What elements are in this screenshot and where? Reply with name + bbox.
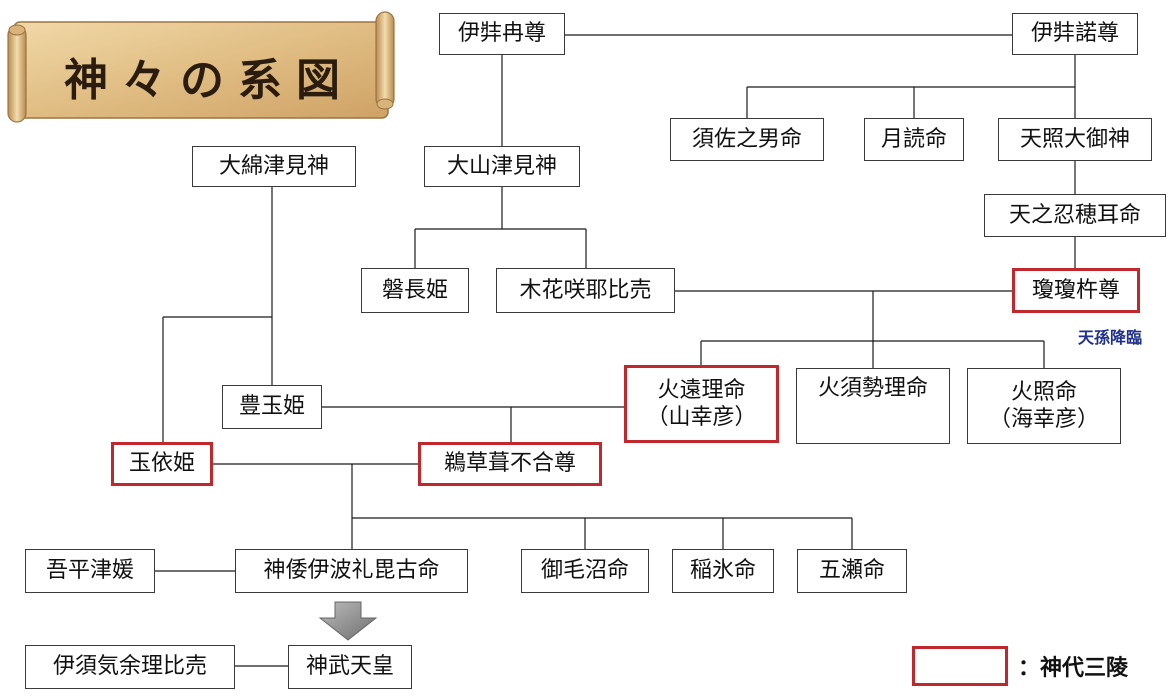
node-jimmu: 神武天皇: [288, 645, 412, 689]
node-label: 伊須気余理比売: [52, 654, 207, 680]
node-hoderi: 火照命 （海幸彦）: [967, 368, 1121, 444]
node-label: 木花咲耶比売: [519, 277, 652, 303]
node-susanoo: 須佐之男命: [670, 118, 824, 161]
down-arrow-icon: [318, 601, 378, 641]
node-owatatsumi: 大綿津見神: [192, 146, 356, 187]
node-label: 火照命: [1010, 379, 1077, 405]
node-toyotama: 豊玉姫: [222, 385, 322, 429]
node-label: 天之忍穂耳命: [1008, 202, 1141, 228]
node-label: 伊弉冉尊: [457, 21, 546, 47]
node-label: 稲氷命: [689, 558, 756, 584]
node-label: 月読命: [880, 126, 947, 152]
node-label: 五瀬命: [818, 558, 885, 584]
node-label: 玉依姫: [128, 451, 195, 477]
node-isuke: 伊須気余理比売: [25, 645, 235, 689]
node-tsukuyomi: 月読命: [864, 118, 964, 161]
node-hoori: 火遠理命 （山幸彦）: [624, 365, 779, 443]
tenson-korin-note: 天孫降臨: [1078, 328, 1143, 347]
node-itsuse: 五瀬命: [797, 549, 907, 593]
node-amaterasu: 天照大御神: [998, 118, 1152, 161]
node-label: 大綿津見神: [218, 153, 329, 179]
node-izanagi: 伊弉諾尊: [1012, 13, 1138, 55]
node-label: 御毛沼命: [540, 558, 629, 584]
node-label: 鵜草葺不合尊: [443, 451, 576, 477]
node-label: 須佐之男命: [691, 126, 802, 152]
node-oshihomimi: 天之忍穂耳命: [984, 194, 1166, 237]
node-label: 吾平津媛: [45, 558, 134, 584]
node-label: 火遠理命: [657, 377, 746, 403]
node-ahira: 吾平津媛: [25, 549, 155, 593]
node-tamayori: 玉依姫: [111, 442, 213, 486]
node-alias: （海幸彦）: [988, 407, 1099, 432]
scroll-graphic: [7, 11, 395, 123]
node-inahi: 稲氷命: [672, 549, 774, 593]
node-oyamatsumi: 大山津見神: [424, 146, 580, 187]
node-iwanaga: 磐長姫: [361, 268, 469, 313]
node-izanami: 伊弉冉尊: [439, 13, 565, 55]
node-ninigi: 瓊瓊杵尊: [1012, 268, 1140, 313]
title-scroll: 神々の系図: [6, 8, 396, 128]
node-label: 天照大御神: [1019, 126, 1130, 152]
node-konohana: 木花咲耶比売: [496, 268, 675, 313]
page-title: 神々の系図: [64, 55, 354, 106]
node-hosuseri: 火須勢理命: [796, 368, 950, 444]
node-label: 磐長姫: [381, 277, 448, 303]
node-label: 豊玉姫: [238, 394, 305, 420]
node-alias: （山幸彦）: [646, 405, 757, 430]
node-ugaya: 鵜草葺不合尊: [418, 442, 602, 486]
node-mikenu: 御毛沼命: [521, 549, 649, 593]
node-label: 瓊瓊杵尊: [1031, 277, 1120, 303]
node-label: 伊弉諾尊: [1030, 21, 1119, 47]
node-label: 火須勢理命: [817, 376, 928, 401]
node-label: 大山津見神: [446, 153, 557, 179]
node-jimmu-name: 神倭伊波礼毘古命: [235, 549, 468, 593]
node-label: 神武天皇: [305, 654, 394, 680]
legend-swatch: [912, 646, 1008, 686]
legend-label: ：神代三陵: [1018, 656, 1129, 681]
node-label: 神倭伊波礼毘古命: [263, 558, 440, 584]
